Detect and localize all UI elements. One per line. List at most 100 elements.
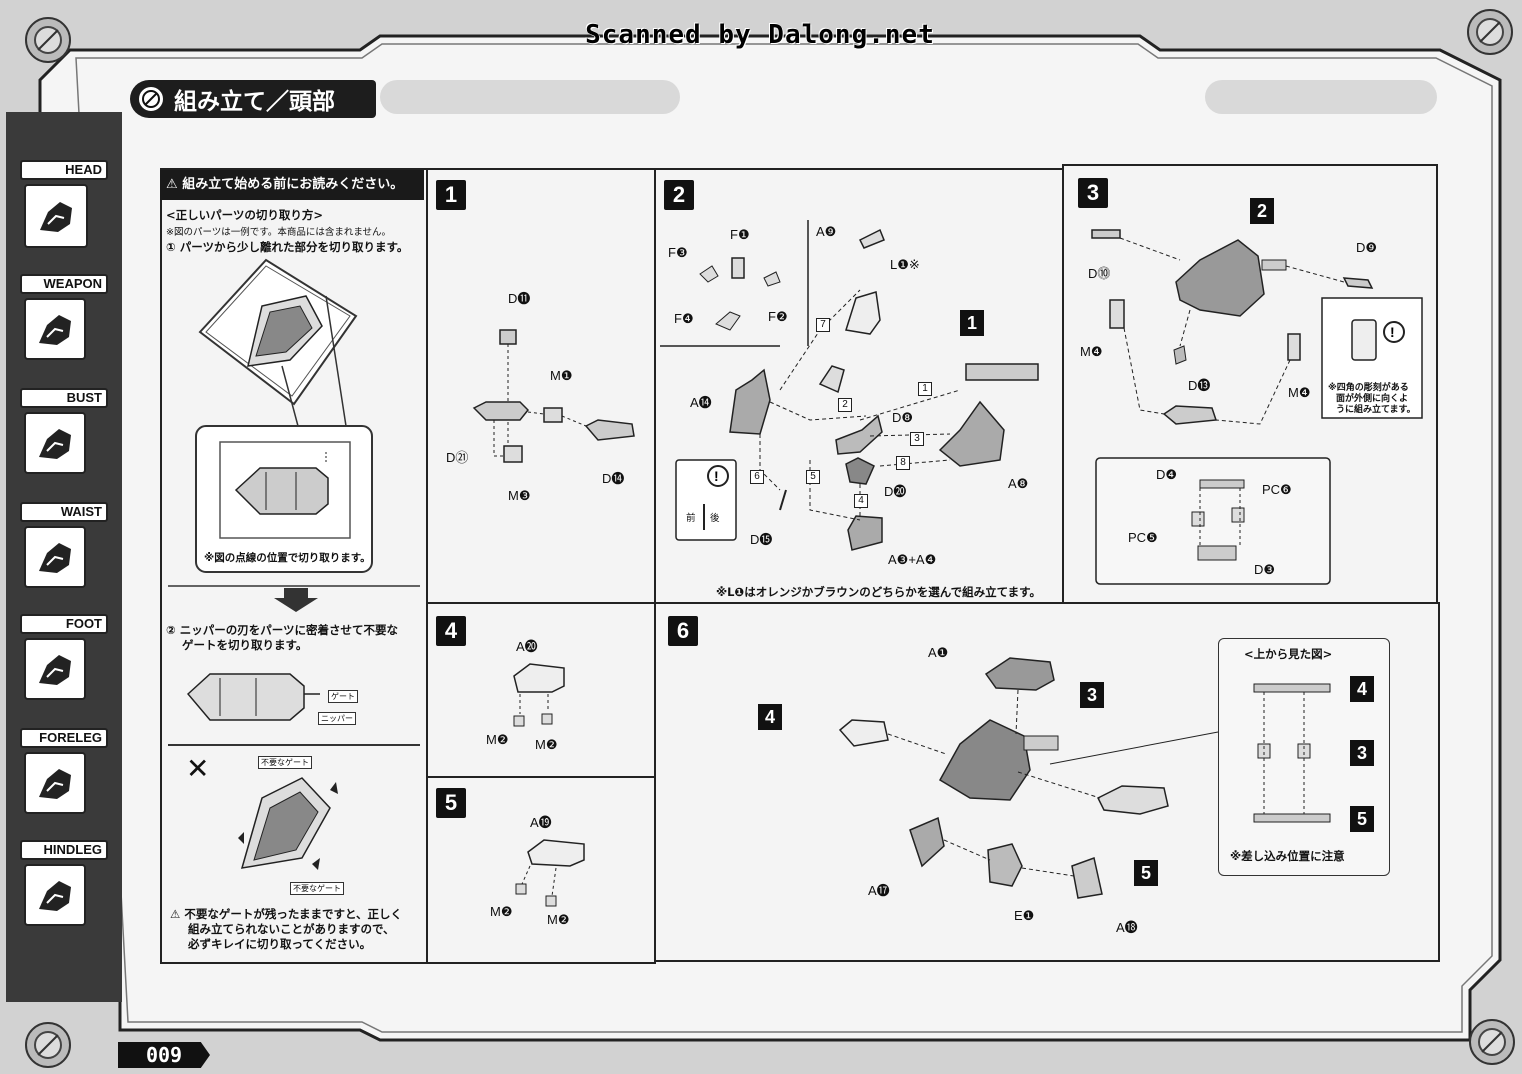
topview-title: <上から見た図> [1244,647,1333,661]
inset-back-label: 後 [710,513,720,524]
part-label: L❶※ [890,257,920,272]
part-label: D❾ [1356,240,1378,255]
step-4-number: 4 [436,616,466,646]
notice-heading-text: 組み立て始める前にお読みください。 [182,177,404,192]
nav-item-label: BUST [20,388,108,408]
part-label: D㉑ [446,450,469,465]
nav-item-waist[interactable]: WAIST [16,502,108,602]
nav-item-foreleg[interactable]: FORELEG [16,728,108,828]
warning-line1: ⚠ 不要なゲートが残ったままですと、正しく [170,906,402,922]
nav-item-label: HINDLEG [20,840,108,860]
part-label: F❶ [730,227,750,242]
part-label: A⓮ [690,395,712,410]
step-3-note-line3: うに組み立てます。 [1336,405,1416,415]
part-label: F❷ [768,309,788,324]
step-5-number: 5 [436,788,466,818]
part-label: F❸ [668,245,688,260]
caution-icon: ⚠ [170,907,185,921]
step-1-number: 1 [436,180,466,210]
part-label: A❽ [1008,476,1029,491]
divider-line [168,744,420,746]
part-label: F❹ [674,311,694,326]
part-label: A⓱ [868,883,890,898]
sequence-marker: 8 [896,456,910,470]
nipper-tag: ニッパー [318,712,356,725]
step-3-number: 3 [1078,178,1108,208]
nav-item-label: FOOT [20,614,108,634]
part-label: M❹ [1288,385,1311,400]
head-icon [24,184,88,248]
faded-header-tab [380,80,680,114]
step-3-note-line2: 面が外側に向くよ [1336,394,1409,404]
part-label: D❸ [1254,562,1276,577]
sequence-marker: 6 [750,470,764,484]
notice-subheading: <正しいパーツの切り取り方> [166,208,324,222]
step-6-callout-4: 4 [758,704,782,730]
part-label: D❽ [892,410,914,425]
part-label: M❹ [1080,344,1103,359]
topview-callout-3: 3 [1350,740,1374,766]
part-label: A❸+A❹ [888,552,937,567]
part-label: PC❺ [1128,530,1158,545]
part-label: E❶ [1014,908,1035,923]
step-6-number: 6 [668,616,698,646]
sequence-marker: 3 [910,432,924,446]
nav-item-foot[interactable]: FOOT [16,614,108,714]
topview-callout-5: 5 [1350,806,1374,832]
part-label: D❹ [1156,467,1178,482]
warning-line2: 組み立てられないことがありますので、 [188,922,395,936]
part-label: M❶ [550,368,573,383]
step-6-callout-3: 3 [1080,682,1104,708]
topview-diagram [1253,683,1331,823]
nav-item-label: FORELEG [20,728,108,748]
step-3-note-line1: ※四角の彫刻がある [1328,383,1409,393]
part-label: M❷ [535,737,558,752]
step-6-diagram [838,657,1219,899]
part-label: D⓯ [750,532,773,547]
faded-header-tab-right [1205,80,1437,114]
step-2-callout: 1 [960,310,984,336]
dotted-line-note: ※図の点線の位置で切り取ります。 [204,552,371,564]
step-5-diagram [515,839,585,907]
step-3-diagram: ! [1091,229,1423,585]
notice-heading: ⚠ 組み立て始める前にお読みください。 [160,170,424,200]
sequence-marker: 5 [806,470,820,484]
step-6-callout-5: 5 [1134,860,1158,886]
warning-icon: ⚠ [166,177,178,192]
svg-text:!: ! [1390,324,1395,340]
step-2-number: 2 [664,180,694,210]
part-label: M❸ [508,488,531,503]
part-label: D⓾ [1088,266,1111,281]
scan-watermark: Scanned by Dalong.net [585,20,935,50]
nav-item-hindleg[interactable]: HINDLEG [16,840,108,940]
wrong-cut-illustration [238,777,338,870]
divider-arrow [168,585,420,612]
step-1-diagram [472,329,635,463]
warning-line3: 必ずキレイに切り取ってください。 [188,937,372,951]
sequence-marker: 7 [816,318,830,332]
weapon-icon [24,298,86,360]
warning-line1-text: 不要なゲートが残ったままですと、正しく [184,907,403,921]
svg-text:!: ! [714,468,719,484]
foot-icon [24,638,86,700]
nav-item-weapon[interactable]: WEAPON [16,274,108,374]
unneeded-gate-tag-bottom: 不要なゲート [290,882,344,895]
part-label: A❶ [928,645,949,660]
part-label: D⓫ [508,291,531,306]
runner-illustration [195,258,373,573]
gate-tag: ゲート [328,690,358,703]
nav-item-head[interactable]: HEAD [16,160,108,260]
step-3-callout: 2 [1250,198,1274,224]
bust-icon [24,412,86,474]
step-2-footnote: ※L❶はオレンジかブラウンのどちらかを選んで組み立てます。 [716,585,1041,599]
nav-item-label: WAIST [20,502,108,522]
part-label: PC❻ [1262,482,1292,497]
unneeded-gate-tag-top: 不要なゲート [258,756,312,769]
hindleg-icon [24,864,86,926]
nav-item-label: WEAPON [20,274,108,294]
part-label: A⓳ [530,815,552,830]
step-2-diagram: ! [660,220,1039,551]
nav-item-bust[interactable]: BUST [16,388,108,488]
topview-callout-4: 4 [1350,676,1374,702]
part-label: D⓭ [1188,378,1211,393]
